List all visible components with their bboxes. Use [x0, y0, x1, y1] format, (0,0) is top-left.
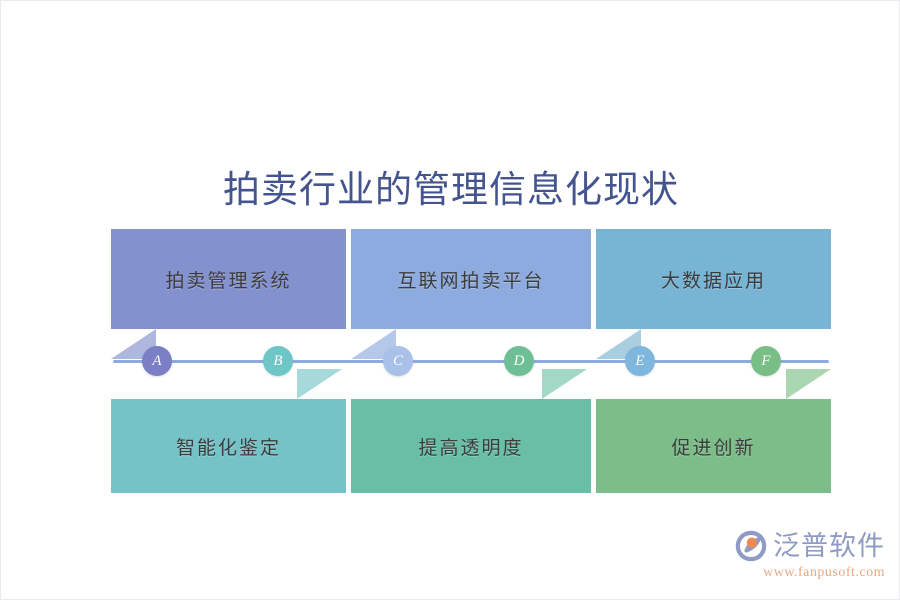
brand-name: 泛普软件	[773, 530, 885, 561]
bottom-box-1[interactable]: 智能化鉴定	[111, 399, 346, 493]
bottom-box-3[interactable]: 促进创新	[596, 399, 831, 493]
timeline-node-f[interactable]: F	[751, 346, 781, 376]
brand-url: www.fanpusoft.com	[763, 565, 885, 580]
timeline-node-e-letter: E	[635, 352, 645, 369]
bottom-box-2[interactable]: 提高透明度	[351, 399, 591, 493]
brand-watermark: 泛普软件 www.fanpusoft.com	[734, 529, 885, 581]
timeline-node-b-letter: B	[273, 352, 283, 369]
bottom-box-2-tail	[542, 369, 587, 399]
top-box-3[interactable]: 大数据应用	[596, 229, 831, 329]
top-box-2[interactable]: 互联网拍卖平台	[351, 229, 591, 329]
timeline-node-d[interactable]: D	[504, 346, 534, 376]
top-box-1-label: 拍卖管理系统	[165, 270, 292, 292]
bottom-box-3-label: 促进创新	[671, 437, 756, 459]
timeline-node-c[interactable]: C	[383, 346, 413, 376]
timeline-node-f-letter: F	[761, 352, 771, 369]
bottom-box-1-tail	[297, 369, 342, 399]
bottom-box-2-label: 提高透明度	[418, 437, 524, 459]
brand-watermark-row: 泛普软件	[734, 529, 885, 563]
fanpu-logo-icon	[735, 530, 767, 562]
bottom-box-3-tail	[786, 369, 831, 399]
top-box-1[interactable]: 拍卖管理系统	[111, 229, 346, 329]
top-box-2-label: 互联网拍卖平台	[397, 270, 545, 292]
page-title: 拍卖行业的管理信息化现状	[223, 170, 679, 211]
timeline-axis	[113, 360, 829, 363]
timeline-node-e[interactable]: E	[625, 346, 655, 376]
top-box-3-label: 大数据应用	[660, 270, 766, 292]
timeline-node-a[interactable]: A	[142, 346, 172, 376]
bottom-box-1-label: 智能化鉴定	[175, 437, 281, 459]
timeline-node-c-letter: C	[392, 352, 403, 369]
timeline-node-b[interactable]: B	[263, 346, 293, 376]
timeline-node-d-letter: D	[513, 352, 525, 369]
timeline-node-a-letter: A	[152, 352, 162, 369]
